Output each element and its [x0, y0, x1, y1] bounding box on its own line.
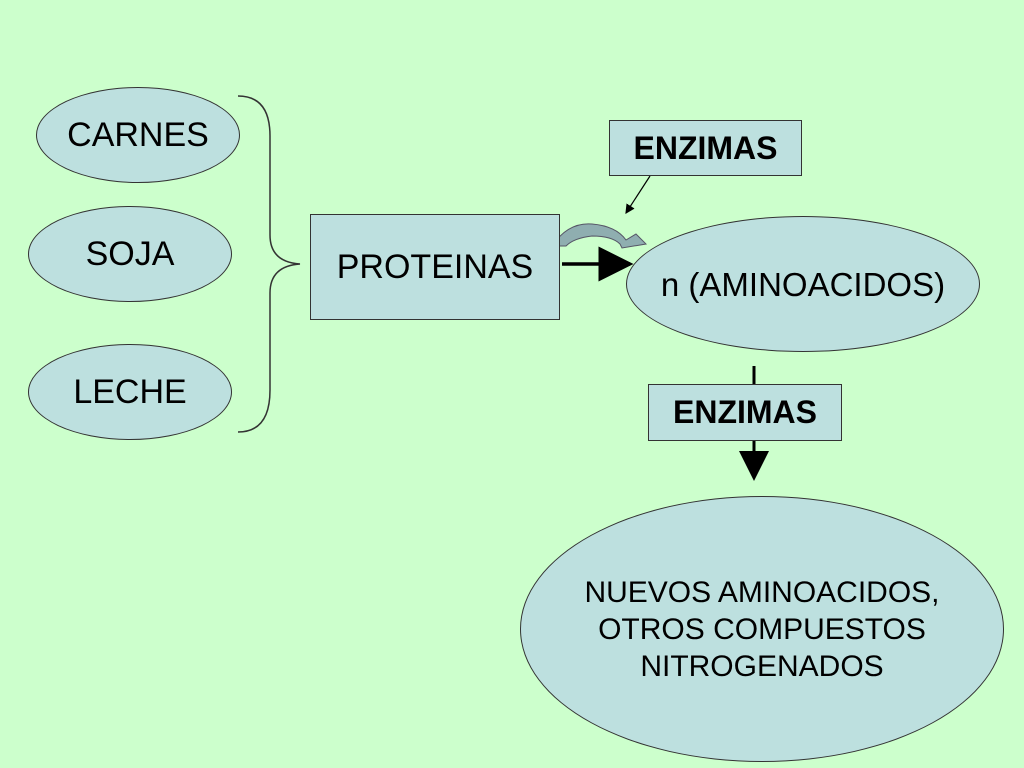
proteins-box: PROTEINAS: [310, 214, 560, 320]
arrow-enzyme-top: [625, 175, 651, 215]
enzyme-box-bottom: ENZIMAS: [648, 384, 842, 441]
source-carnes: CARNES: [36, 87, 240, 183]
enzyme-top-label: ENZIMAS: [633, 129, 778, 166]
amino-acids-label: n (AMINOACIDOS): [660, 265, 946, 303]
amino-acids-node: n (AMINOACIDOS): [626, 216, 980, 352]
products-line-1: NUEVOS AMINOACIDOS,: [584, 575, 940, 609]
source-soja-label: SOJA: [85, 235, 175, 273]
source-leche: LECHE: [28, 344, 232, 440]
products-line-2: OTROS COMPUESTOS: [598, 612, 926, 646]
enzyme-bottom-label: ENZIMAS: [673, 394, 817, 430]
source-leche-label: LECHE: [73, 373, 187, 411]
products-text: NUEVOS AMINOACIDOS, OTROS COMPUESTOS NIT…: [584, 574, 939, 685]
source-soja: SOJA: [28, 206, 232, 302]
source-carnes-label: CARNES: [67, 116, 209, 154]
products-line-3: NITROGENADOS: [640, 649, 884, 683]
products-node: NUEVOS AMINOACIDOS, OTROS COMPUESTOS NIT…: [520, 496, 1004, 762]
grouping-brace: [237, 95, 301, 433]
curved-reaction-arrow: [551, 223, 648, 249]
proteins-label: PROTEINAS: [336, 248, 534, 286]
enzyme-box-top: ENZIMAS: [609, 120, 802, 176]
